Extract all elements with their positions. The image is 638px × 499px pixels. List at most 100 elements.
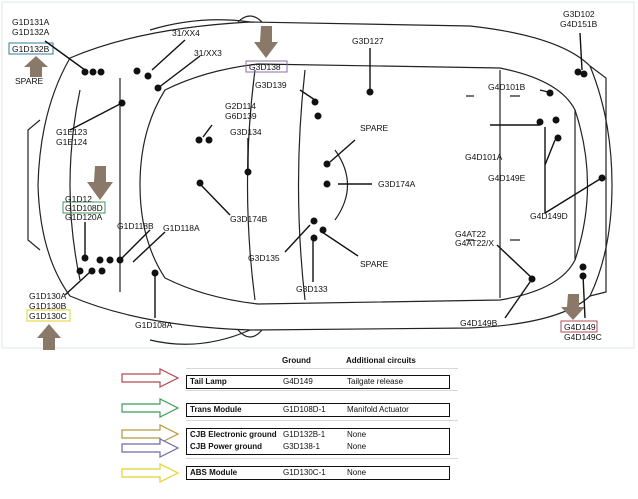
legend-arrow-trans-module	[121, 398, 180, 418]
ground-point	[546, 89, 554, 97]
ground-point	[88, 267, 96, 275]
label-g1d132a: G1D132A	[12, 27, 50, 37]
label-31-xx4: 31/XX4	[172, 28, 200, 38]
label-spare-center: SPARE	[360, 123, 389, 133]
row-ground: G4D149	[283, 377, 313, 386]
header-ground: Ground	[282, 356, 311, 365]
ground-point	[81, 68, 89, 76]
ground-point	[116, 256, 124, 264]
row-additional: None	[347, 468, 367, 477]
pointer-arrow-g3d138	[254, 26, 278, 58]
pointer-arrow-g1d108d	[87, 166, 113, 200]
car-outline	[27, 15, 613, 345]
ground-point	[323, 180, 331, 188]
row-ground: G1D130C-1	[283, 468, 326, 477]
row-name: CJB Electronic ground	[190, 430, 277, 439]
pointer-arrow-g1d132b	[24, 56, 48, 77]
label-g1d130c: G1D130C	[29, 311, 67, 321]
label-g4d101b: G4D101B	[488, 82, 526, 92]
label-g4d149b: G4D149B	[460, 318, 498, 328]
ground-point	[319, 226, 327, 234]
label-g1e123: G1E123	[56, 127, 87, 137]
label-g4at22: G4AT22	[455, 229, 486, 239]
label-g4d149e: G4D149E	[488, 173, 526, 183]
ground-point	[195, 136, 203, 144]
ground-point	[244, 168, 252, 176]
ground-point	[598, 174, 606, 182]
vehicle-ground-location-diagram: G1D131A G1D132A G1D132B SPARE 31/XX4 31/…	[1, 1, 635, 350]
label-g3d139: G3D139	[255, 80, 287, 90]
ground-point	[144, 72, 152, 80]
label-g1d130b: G1D130B	[29, 301, 67, 311]
label-g4d149: G4D149	[564, 322, 596, 332]
label-g2d114: G2D114	[225, 101, 256, 111]
label-g3d135: G3D135	[248, 253, 280, 263]
label-g1d108d: G1D108D	[65, 203, 103, 213]
ground-point	[151, 269, 159, 277]
label-g3d102: G3D102	[563, 9, 595, 19]
table-row-trans-module: Trans Module G1D108D-1 Manifold Actuator	[186, 403, 450, 417]
legend-arrow-cjb-power	[121, 438, 180, 458]
highlight-box-g1d108d	[62, 201, 106, 214]
ground-point	[314, 112, 322, 120]
row-additional: Manifold Actuator	[347, 405, 409, 414]
label-g3d138: G3D138	[249, 62, 281, 72]
ground-point	[579, 263, 587, 271]
label-g4d151b: G4D151B	[560, 19, 598, 29]
highlight-box-g4d149	[560, 320, 598, 333]
row-additional: None	[347, 442, 367, 451]
label-g1e124: G1E124	[56, 137, 87, 147]
legend-arrow-tail-lamp	[121, 368, 180, 388]
legend-arrow-abs-module	[121, 463, 180, 483]
ground-point	[89, 68, 97, 76]
highlight-box-g3d138	[245, 60, 288, 73]
ground-point	[76, 267, 84, 275]
ground-point	[118, 99, 126, 107]
grid-line	[186, 390, 458, 391]
label-g1d120a: G1D120A	[65, 212, 103, 222]
row-name: Tail Lamp	[190, 377, 227, 386]
ground-point	[536, 118, 544, 126]
row-name: Trans Module	[190, 405, 242, 414]
ground-point	[580, 70, 588, 78]
label-g4d149c: G4D149C	[564, 332, 602, 342]
label-g3d134: G3D134	[230, 127, 262, 137]
ground-point	[554, 134, 562, 142]
label-g3d127: G3D127	[352, 36, 384, 46]
row-name: CJB Power ground	[190, 442, 263, 451]
label-spare-left: SPARE	[15, 76, 44, 86]
legend-arrow-cjb-electronic	[121, 424, 180, 444]
label-g3d174a: G3D174A	[378, 179, 416, 189]
table-row-abs-module: ABS Module G1D130C-1 None	[186, 466, 450, 480]
row-name: ABS Module	[190, 468, 238, 477]
highlight-box-g1d130c	[26, 309, 71, 322]
table-row-tail-lamp: Tail Lamp G4D149 Tailgate release	[186, 375, 450, 389]
ground-point	[205, 136, 213, 144]
ground-point	[133, 67, 141, 75]
label-g1d108a: G1D108A	[135, 320, 173, 330]
label-g1d132b: G1D132B	[12, 44, 50, 54]
grid-line	[186, 420, 458, 421]
label-31-xx3: 31/XX3	[194, 48, 222, 58]
label-g3d174b: G3D174B	[230, 214, 268, 224]
row-additional: None	[347, 430, 367, 439]
ground-point	[81, 254, 89, 262]
ground-point	[154, 84, 162, 92]
ground-point	[366, 88, 374, 96]
ground-point	[96, 256, 104, 264]
label-g1d118a: G1D118A	[163, 223, 200, 233]
label-g4d101a: G4D101A	[465, 152, 503, 162]
row-ground: G3D138-1	[283, 442, 320, 451]
ground-point	[552, 116, 560, 124]
highlight-box-g1d132b	[8, 42, 54, 55]
ground-point	[97, 68, 105, 76]
ground-point	[310, 234, 318, 242]
ground-point	[311, 98, 319, 106]
row-additional: Tailgate release	[347, 377, 404, 386]
label-g3d133: G3D133	[296, 284, 328, 294]
ground-point	[106, 256, 114, 264]
ground-point	[579, 272, 587, 280]
row-ground: G1D132B-1	[283, 430, 326, 439]
label-g4at22x: G4AT22/X	[455, 238, 494, 248]
ground-point	[323, 160, 331, 168]
